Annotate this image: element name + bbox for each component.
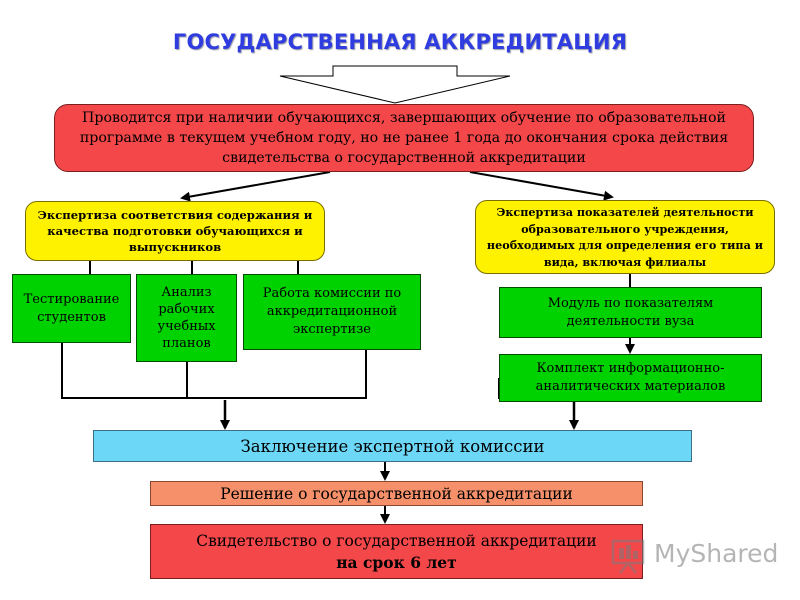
accreditation-decision-box: Решение о государственной аккредитации [150, 481, 643, 506]
presentation-icon [611, 539, 645, 574]
expert-commission-conclusion-box: Заключение экспертной комиссии [93, 430, 692, 462]
condition-box: Проводится при наличии обучающихся, заве… [54, 104, 754, 172]
certificate-term: на срок 6 лет [336, 552, 457, 572]
performance-indicators-expertise-box: Экспертиза показателей деятельности обра… [475, 200, 775, 274]
page-title: ГОСУДАРСТВЕННАЯ АККРЕДИТАЦИЯ [172, 30, 628, 54]
student-testing-box: Тестирование студентов [12, 274, 131, 343]
curriculum-analysis-box: Анализ рабочих учебных планов [136, 274, 237, 362]
accreditation-certificate-box: Свидетельство о государственной аккредит… [150, 524, 643, 579]
arrow-top-to-right [469, 171, 614, 201]
arrow-top-to-left [180, 171, 331, 202]
commission-work-box: Работа комиссии по аккредитационной эксп… [243, 274, 421, 350]
title-down-arrow [279, 65, 511, 104]
indicators-module-box: Модуль по показателям деятельности вуза [499, 287, 762, 338]
analytical-materials-box: Комплект информационно-аналитических мат… [499, 354, 762, 402]
watermark-text: MyShared [654, 539, 779, 568]
content-quality-expertise-box: Экспертиза соответствия содержания и кач… [25, 201, 325, 261]
certificate-title: Свидетельство о государственной аккредит… [196, 531, 597, 550]
watermark-logo: MyShared [610, 535, 790, 577]
